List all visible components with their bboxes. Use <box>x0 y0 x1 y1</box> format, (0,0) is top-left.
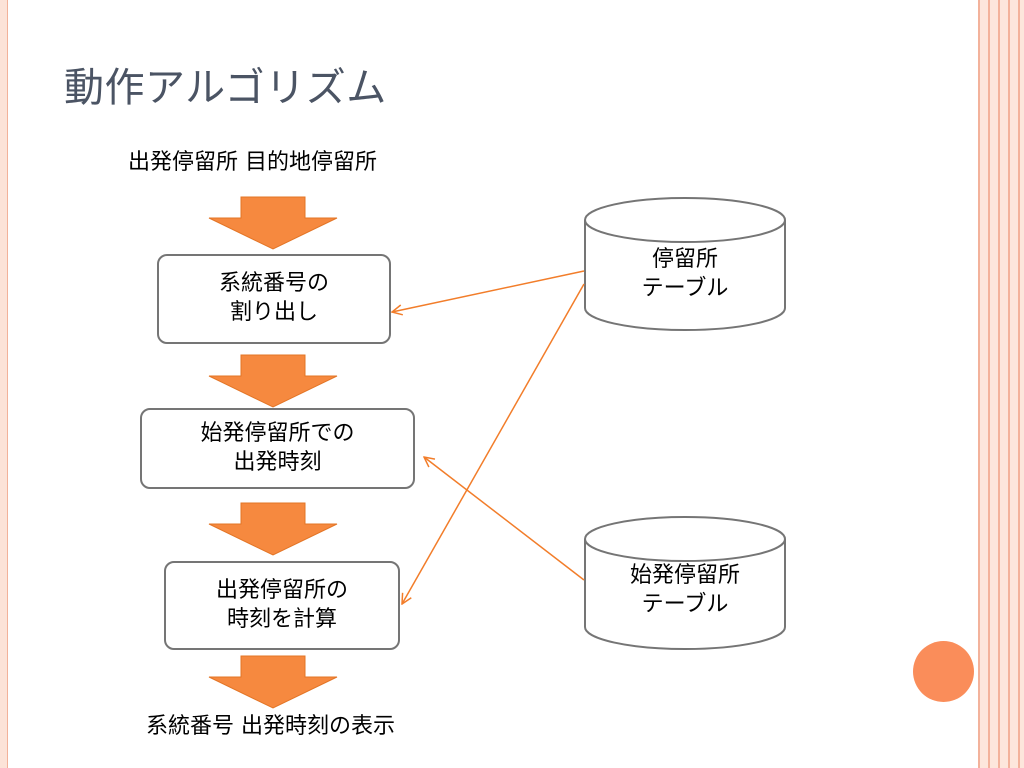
output-label: 系統番号 出発時刻の表示 <box>146 714 395 739</box>
database-label: 始発停留所 テーブル <box>583 562 787 619</box>
database-label-line: 停留所 <box>651 247 718 272</box>
down-arrow-icon <box>208 655 338 709</box>
right-edge-stripes <box>978 0 1024 768</box>
database-stop-table: 停留所 テーブル <box>583 196 787 336</box>
connector-arrow <box>424 457 585 581</box>
database-origin-stop-table: 始発停留所 テーブル <box>583 515 787 655</box>
process-box-departure-time: 始発停留所での 出発時刻 <box>140 408 415 489</box>
connector-arrow <box>402 283 585 604</box>
database-label: 停留所 テーブル <box>583 246 787 303</box>
process-box-route-number: 系統番号の 割り出し <box>157 254 391 344</box>
connector-arrow <box>392 270 585 312</box>
down-arrow-icon <box>208 502 338 556</box>
process-box-line: 系統番号の <box>218 271 329 297</box>
stripe <box>1008 0 1010 768</box>
down-arrow-icon <box>208 196 338 250</box>
stripe <box>978 0 980 768</box>
left-edge-strip <box>0 0 8 768</box>
process-box-line: 時刻を計算 <box>226 606 337 632</box>
stripe <box>1018 0 1020 768</box>
slide-title: 動作アルゴリズム <box>64 65 387 111</box>
process-box-line: 出発時刻 <box>233 449 322 475</box>
accent-circle <box>913 641 974 702</box>
input-label: 出発停留所 目的地停留所 <box>128 150 377 175</box>
database-icon <box>584 197 786 331</box>
process-box-line: 割り出し <box>229 300 318 325</box>
down-arrow-icon <box>208 354 338 408</box>
database-icon <box>584 516 786 650</box>
stripe <box>988 0 990 768</box>
process-box-line: 出発停留所の <box>215 577 348 603</box>
database-label-line: テーブル <box>641 275 729 301</box>
database-label-line: 始発停留所 <box>629 563 740 588</box>
process-box-calculate-time: 出発停留所の 時刻を計算 <box>164 561 400 650</box>
process-box-line: 始発停留所での <box>200 420 355 446</box>
stripe <box>998 0 1000 768</box>
database-label-line: テーブル <box>641 591 729 617</box>
